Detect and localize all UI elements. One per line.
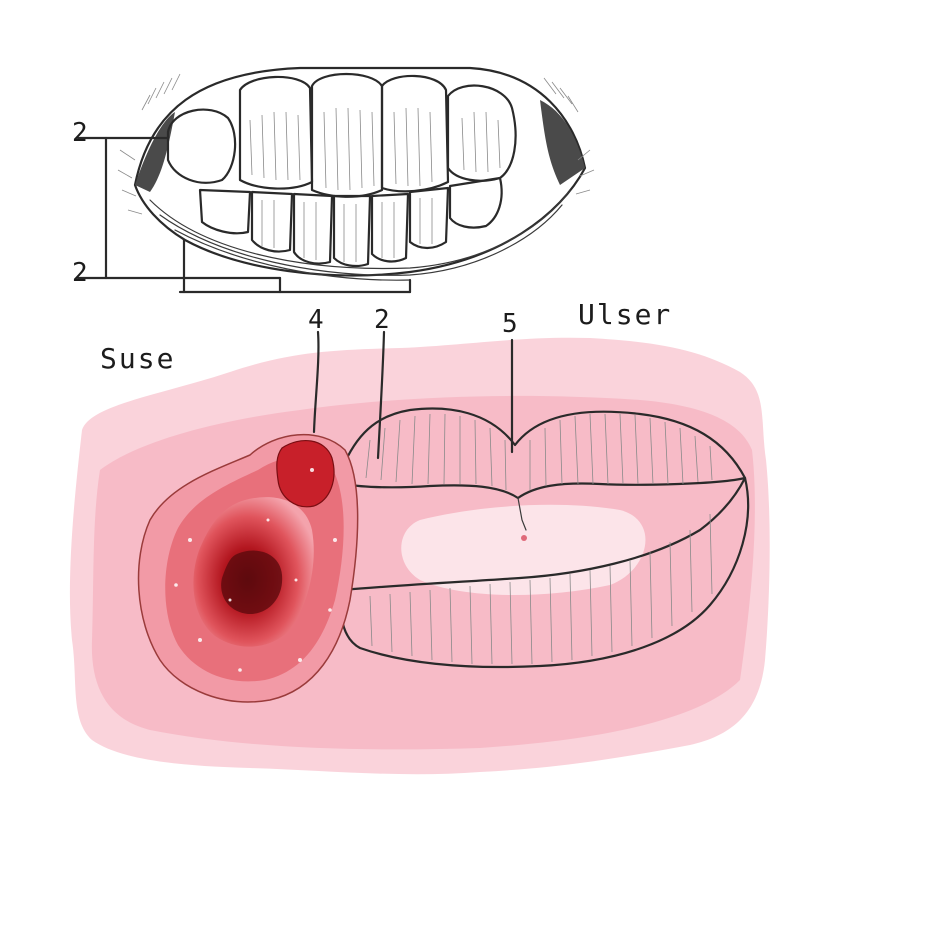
callout-lines (312, 330, 514, 460)
mouth-outline (133, 66, 587, 277)
lower-lip (339, 476, 750, 669)
word-suse: Suse (100, 342, 175, 375)
lips (339, 407, 750, 669)
label-2-lower: 2 (72, 258, 88, 288)
label-2: 2 (374, 305, 390, 335)
callout-line-2 (376, 330, 386, 460)
lesion-nodule (276, 440, 335, 508)
label-2-upper: 2 (72, 118, 88, 148)
label-4: 4 (308, 305, 324, 335)
lower-teeth (198, 176, 503, 268)
teeth-sketch (117, 66, 595, 281)
ulcer-lesion (137, 433, 359, 703)
label-5: 5 (502, 309, 518, 339)
word-ulser: Ulser (578, 298, 672, 331)
upper-teeth (166, 72, 517, 198)
mouth-corner-left (135, 112, 175, 192)
callout-line-4 (312, 330, 320, 434)
bracket-lines (76, 136, 412, 294)
mouth-corner-right (540, 100, 585, 185)
